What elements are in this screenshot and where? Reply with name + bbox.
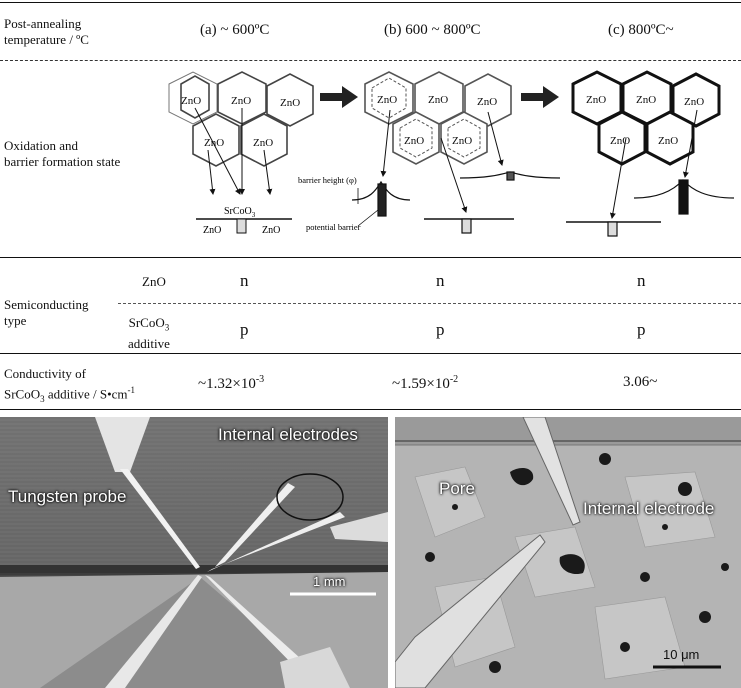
barrier-formation-diagram: ZnO ZnO ZnO ZnO ZnO SrCoO3 ZnO ZnO ZnO Z…	[168, 70, 735, 237]
row4-label-line1: Conductivity of	[4, 366, 86, 381]
transition-arrow-1	[320, 86, 358, 108]
conductivity-c: 3.06~	[623, 374, 658, 390]
type-a-zno: n	[240, 271, 249, 290]
sublabel-additive-line1: SrCoO3	[128, 315, 170, 333]
panel-a-boundary: SrCoO3 ZnO ZnO	[196, 206, 292, 236]
scale-bar-label-left: 1 mm	[313, 574, 346, 589]
row-divider-sub	[118, 303, 741, 304]
label-pore: Pore	[439, 479, 475, 498]
label-internal-electrode: Internal electrode	[583, 499, 715, 518]
grain-a-label-1: ZnO	[181, 95, 201, 107]
row3-label-line1: Semiconducting	[4, 297, 89, 312]
label-internal-electrodes: Internal electrodes	[218, 425, 358, 444]
table-bottom-rule	[0, 409, 741, 410]
column-header-a: (a) ~ 600ºC	[200, 22, 270, 38]
type-b-additive: p	[436, 320, 445, 339]
panel-b-arrows	[380, 109, 504, 213]
grain-b-label-4: ZnO	[404, 135, 424, 147]
sublabel-zno: ZnO	[142, 274, 166, 289]
potential-barrier-label: potential barrier	[306, 222, 361, 232]
row1-label-line2: temperature / ºC	[4, 32, 89, 47]
grain-b-label-1: ZnO	[377, 94, 397, 106]
row-divider-2	[0, 257, 741, 258]
grain-a6	[240, 113, 288, 167]
conductivity-b: ~1.59×10-2	[392, 374, 459, 392]
sublabel-additive-line2: additive	[128, 335, 170, 351]
grain-a-label-2: ZnO	[231, 95, 251, 107]
row2-label: Oxidation and barrier formation state	[4, 138, 120, 170]
grain-c-label-4: ZnO	[610, 135, 630, 147]
sublabel-additive: SrCoO3 additive	[128, 315, 170, 352]
micrograph-pores: Pore Internal electrode 10 μm	[395, 417, 741, 688]
panel-a-grains	[168, 71, 314, 167]
transition-arrow-2	[521, 86, 559, 108]
panel-c-barriers	[566, 179, 735, 237]
row3-label: Semiconducting type	[4, 297, 89, 329]
micrograph-probes: Internal electrodes Tungsten probe 1 mm	[0, 417, 388, 688]
row-divider-3	[0, 353, 741, 354]
row1-label: Post-annealing temperature / ºC	[4, 16, 89, 48]
type-c-zno: n	[637, 271, 646, 290]
micrograph-pores-image	[395, 417, 741, 688]
potential-barrier-pointer	[357, 209, 379, 227]
type-c-additive: p	[637, 320, 646, 339]
grain-a1	[180, 75, 210, 119]
srcoo-label: SrCoO3	[224, 206, 256, 219]
panel-c-grains	[571, 70, 721, 166]
grain-a-label-4: ZnO	[204, 137, 224, 149]
row1-label-line1: Post-annealing	[4, 16, 82, 31]
panel-c-arrows	[609, 109, 698, 219]
boundary-zno-right: ZnO	[262, 225, 280, 236]
grain-c-label-2: ZnO	[636, 94, 656, 106]
micrograph-probes-image	[0, 417, 388, 688]
column-header-c: (c) 800ºC~	[608, 22, 674, 38]
grain-b-label-2: ZnO	[428, 94, 448, 106]
barrier-height-label: barrier height (φ)	[298, 175, 357, 185]
table-top-rule	[0, 2, 741, 3]
panel-a-arrows	[194, 107, 273, 195]
label-tungsten-probe: Tungsten probe	[8, 487, 127, 506]
panel-c-labels: ZnO ZnO ZnO ZnO ZnO	[586, 94, 704, 147]
row2-label-line1: Oxidation and	[4, 138, 79, 153]
grain-a-label-5: ZnO	[253, 137, 273, 149]
conductivity-a: ~1.32×10-3	[198, 374, 265, 392]
grain-c-label-1: ZnO	[586, 94, 606, 106]
grain-a2	[168, 71, 218, 125]
row2-label-line2: barrier formation state	[4, 154, 121, 169]
grain-a4	[266, 73, 314, 127]
grain-b-label-5: ZnO	[452, 135, 472, 147]
grain-a-label-3: ZnO	[280, 97, 300, 109]
row3-label-line2: type	[4, 313, 27, 328]
grain-c-label-3: ZnO	[684, 96, 704, 108]
grain-c-label-5: ZnO	[658, 135, 678, 147]
panel-b-inner	[371, 77, 481, 158]
type-b-zno: n	[436, 271, 445, 290]
panel-b-barriers	[351, 171, 561, 234]
panel-b-labels: ZnO ZnO ZnO ZnO ZnO	[377, 94, 497, 147]
column-header-b: (b) 600 ~ 800ºC	[384, 22, 481, 38]
grain-a3	[217, 71, 267, 125]
boundary-zno-left: ZnO	[203, 225, 221, 236]
panel-a-labels: ZnO ZnO ZnO ZnO ZnO	[181, 95, 300, 149]
scale-bar-label-right: 10 μm	[663, 647, 700, 662]
row-divider-1	[0, 60, 741, 61]
row4-label-line2: SrCoO3 additive / S•cm-1	[4, 385, 136, 404]
grain-b-label-3: ZnO	[477, 96, 497, 108]
type-a-additive: p	[240, 320, 249, 339]
row4-label: Conductivity of SrCoO3 additive / S•cm-1	[4, 366, 135, 407]
